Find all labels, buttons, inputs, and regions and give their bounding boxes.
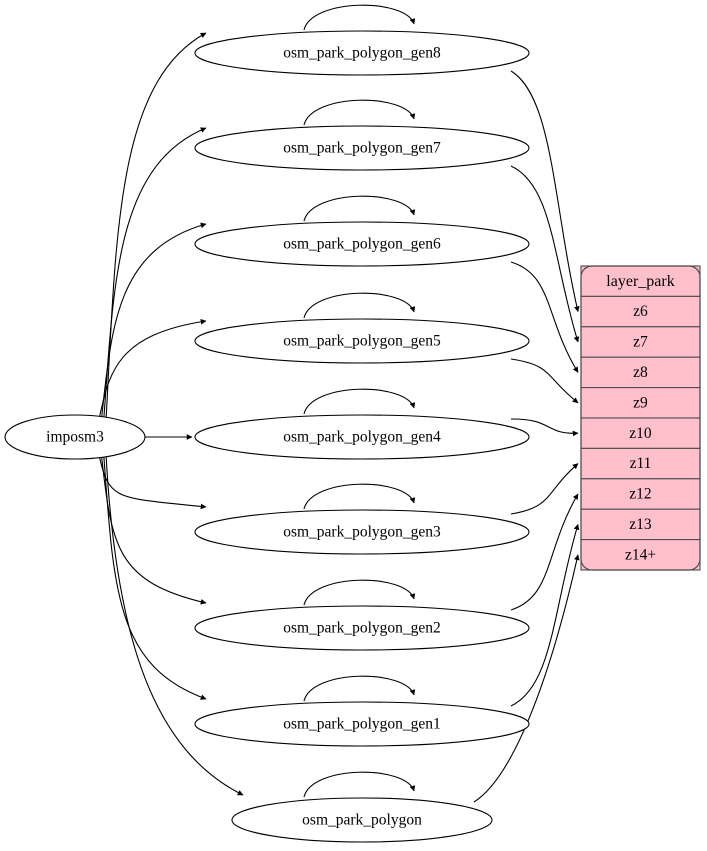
self-loop-edge bbox=[303, 483, 416, 510]
layer-park-table: layer_park z6 z7 z8 z9 z10 z11 z12 z13 z14+ bbox=[580, 265, 701, 571]
self-loop-edge bbox=[303, 99, 416, 126]
node-label: osm_park_polygon bbox=[302, 812, 422, 829]
node-ellipse-shape bbox=[194, 605, 530, 651]
edge-imposm3-to-gen2 bbox=[101, 455, 207, 605]
edge-imposm3-to-gen5 bbox=[98, 318, 207, 419]
edge-gen6-to-z8 bbox=[510, 261, 579, 373]
edge-imposm3-to-gen3 bbox=[98, 455, 207, 510]
edges-from-imposm3 bbox=[98, 32, 244, 796]
node-ellipse-shape bbox=[194, 414, 530, 460]
table-row-z8[interactable]: z8 bbox=[580, 356, 701, 389]
self-loop-edges bbox=[303, 4, 416, 798]
table-cell-bg bbox=[580, 478, 701, 510]
node-gen4[interactable]: osm_park_polygon_gen4 bbox=[194, 414, 530, 460]
table-cell-bg bbox=[580, 539, 701, 571]
self-loop-edge bbox=[303, 388, 416, 415]
edge-imposm3-to-gen7 bbox=[103, 127, 207, 419]
self-loop-edge bbox=[303, 195, 416, 222]
edges-to-layer-park bbox=[473, 70, 580, 803]
node-label: osm_park_polygon_gen4 bbox=[283, 429, 441, 446]
table-header-row[interactable]: layer_park bbox=[580, 265, 701, 297]
node-gen7[interactable]: osm_park_polygon_gen7 bbox=[194, 125, 530, 171]
table-title-label: layer_park bbox=[606, 273, 674, 290]
node-ellipse-shape bbox=[194, 221, 530, 267]
self-loop-edge bbox=[303, 292, 416, 319]
table-row-z9[interactable]: z9 bbox=[580, 387, 701, 419]
self-loop-edge bbox=[303, 579, 416, 606]
table-row-z13[interactable]: z13 bbox=[580, 508, 701, 541]
self-loop-edge bbox=[303, 4, 416, 31]
node-gen1[interactable]: osm_park_polygon_gen1 bbox=[194, 701, 530, 747]
table-cell-bg bbox=[580, 295, 701, 328]
table-cell-bg bbox=[580, 508, 701, 541]
node-gen6[interactable]: osm_park_polygon_gen6 bbox=[194, 221, 530, 267]
node-gen5[interactable]: osm_park_polygon_gen5 bbox=[194, 318, 530, 364]
table-outline bbox=[580, 265, 701, 571]
self-loop-edge bbox=[303, 675, 416, 702]
node-label: osm_park_polygon_gen5 bbox=[283, 333, 441, 350]
edge-gen3-to-z11 bbox=[510, 463, 579, 515]
node-ellipse-shape bbox=[194, 125, 530, 171]
node-label: osm_park_polygon_gen2 bbox=[283, 620, 441, 637]
node-label: osm_park_polygon_gen7 bbox=[283, 140, 441, 157]
node-label: osm_park_polygon_gen1 bbox=[283, 716, 441, 733]
self-loop-edge bbox=[303, 771, 416, 798]
node-ellipse-shape bbox=[4, 414, 146, 460]
table-row-z12[interactable]: z12 bbox=[580, 478, 701, 510]
edge-imposm3-to-base bbox=[105, 455, 244, 796]
node-ellipse-shape bbox=[194, 318, 530, 364]
node-label: osm_park_polygon_gen8 bbox=[283, 45, 441, 62]
edge-imposm3-to-gen6 bbox=[101, 222, 207, 419]
edge-base-to-z14+ bbox=[473, 554, 580, 803]
table-row-z6[interactable]: z6 bbox=[580, 295, 701, 328]
zoom-level-label: z11 bbox=[630, 455, 652, 472]
edge-gen5-to-z9 bbox=[510, 358, 579, 404]
node-ellipse-shape bbox=[194, 701, 530, 747]
node-imposm3[interactable]: imposm3 bbox=[4, 414, 146, 460]
node-ellipse-shape bbox=[194, 30, 530, 76]
node-label: osm_park_polygon_gen3 bbox=[283, 524, 441, 541]
node-gen3[interactable]: osm_park_polygon_gen3 bbox=[194, 509, 530, 555]
edge-imposm3-to-gen1 bbox=[103, 455, 207, 700]
node-label: osm_park_polygon_gen6 bbox=[283, 236, 441, 253]
edge-imposm3-to-gen8 bbox=[105, 32, 207, 419]
zoom-level-label: z9 bbox=[633, 394, 648, 411]
edge-gen8-to-z6 bbox=[510, 70, 580, 313]
node-ellipse-shape bbox=[194, 509, 530, 555]
table-row-z10[interactable]: z10 bbox=[580, 417, 701, 449]
edge-gen4-to-z10 bbox=[510, 418, 579, 437]
table-cell-bg bbox=[580, 447, 701, 480]
source-node: imposm3 bbox=[4, 414, 146, 460]
polygon-nodes: osm_park_polygon_gen8 osm_park_polygon_ge… bbox=[194, 30, 530, 843]
edge-gen2-to-z12 bbox=[510, 493, 579, 611]
node-base[interactable]: osm_park_polygon bbox=[231, 797, 493, 843]
zoom-level-label: z6 bbox=[633, 303, 648, 320]
zoom-level-label: z8 bbox=[633, 364, 648, 381]
zoom-level-label: z12 bbox=[629, 486, 651, 503]
zoom-level-label: z10 bbox=[629, 425, 652, 442]
edge-gen7-to-z7 bbox=[510, 165, 580, 343]
zoom-level-label: z13 bbox=[629, 516, 652, 533]
node-gen2[interactable]: osm_park_polygon_gen2 bbox=[194, 605, 530, 651]
zoom-level-label: z14+ bbox=[625, 546, 656, 563]
table-row-z11[interactable]: z11 bbox=[580, 447, 701, 480]
edge-gen1-to-z13 bbox=[510, 523, 580, 707]
node-gen8[interactable]: osm_park_polygon_gen8 bbox=[194, 30, 530, 76]
table-row-z14+[interactable]: z14+ bbox=[580, 539, 701, 571]
source-node-label: imposm3 bbox=[46, 429, 104, 446]
table-row-z7[interactable]: z7 bbox=[580, 326, 701, 358]
table-cell-bg bbox=[580, 417, 701, 449]
node-ellipse-shape bbox=[231, 797, 493, 843]
zoom-level-label: z7 bbox=[633, 334, 648, 351]
